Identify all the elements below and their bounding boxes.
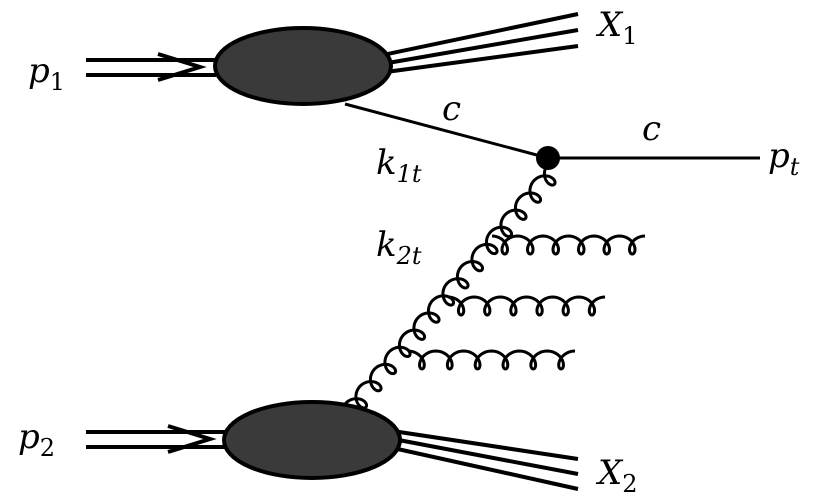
remnant-lines-x1 (377, 12, 579, 74)
gluon-emission-1 (491, 234, 646, 256)
gluon-emission-3 (407, 349, 576, 371)
label-p1: p1 (28, 51, 65, 96)
remnant-lines-x2 (383, 428, 579, 491)
label-k2t: k2t (376, 225, 422, 270)
label-charm-out: c (642, 109, 661, 149)
label-x1: X1 (595, 5, 638, 50)
gluon-lines (343, 163, 646, 410)
label-pt: pt (768, 136, 800, 181)
interaction-vertex (536, 146, 560, 170)
label-p2: p2 (18, 417, 55, 462)
gluon-ladder-main (343, 163, 557, 410)
proton-line-p1 (86, 58, 216, 77)
arrow-p2-icon (167, 424, 217, 454)
hadron-blob-upper (213, 26, 393, 106)
hadron-blob-lower (222, 400, 402, 480)
gluon-emission-2 (447, 295, 606, 317)
label-x2: X2 (595, 453, 638, 498)
label-k1t: k1t (376, 143, 422, 188)
arrow-p1-icon (157, 52, 207, 82)
proton-line-p2 (86, 430, 228, 449)
charm-quark-line-in (344, 102, 549, 160)
label-charm-in: c (442, 89, 461, 129)
